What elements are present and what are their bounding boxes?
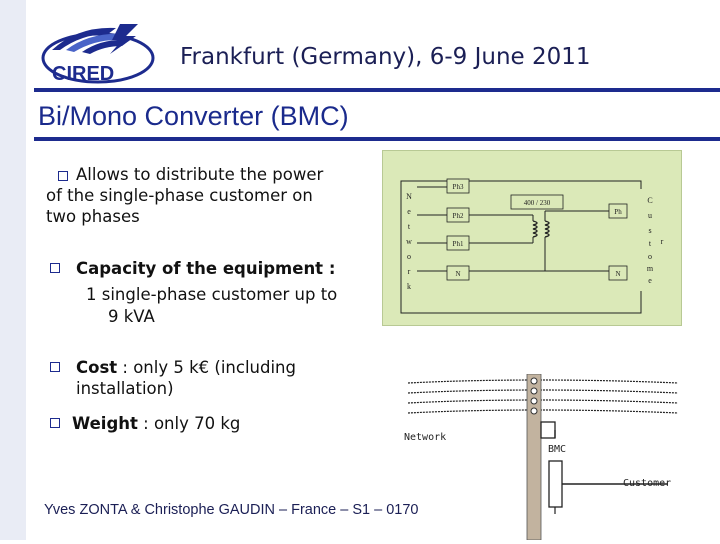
network-illustration: Network BMC Customer	[398, 373, 688, 541]
slide-title: Bi/Mono Converter (BMC)	[38, 101, 349, 131]
cired-logo: CIRED	[38, 20, 163, 86]
bullet-4-label: Weight	[72, 414, 138, 433]
bullet-3-label: Cost	[76, 358, 118, 377]
customer-label: Customer	[623, 478, 671, 489]
cust-letter: t	[649, 239, 652, 248]
bullet-3-line2: installation)	[76, 379, 174, 398]
bullet-1-line2: of the single-phase customer on	[46, 186, 313, 205]
footer: Yves ZONTA & Christophe GAUDIN – France …	[44, 502, 419, 518]
bullet-1-line1: Allows to distribute the power	[76, 165, 324, 184]
cust-letter: m	[647, 264, 654, 273]
header-rule	[34, 88, 720, 92]
ratio-label: 400 / 230	[524, 199, 551, 207]
cust-letter: o	[648, 252, 652, 261]
cust-letter: u	[648, 211, 652, 220]
bullet-marker	[50, 362, 60, 372]
n-right-label: N	[615, 270, 620, 278]
net-letter: r	[408, 267, 411, 276]
ph2-label: Ph2	[453, 212, 464, 220]
bmc-label: BMC	[548, 444, 566, 455]
network-label: Network	[404, 432, 446, 443]
ph3-label: Ph3	[453, 183, 464, 191]
cust-letter: s	[648, 226, 651, 235]
n-left-label: N	[455, 270, 460, 278]
title-rule	[34, 137, 720, 141]
net-letter: o	[407, 252, 411, 261]
bullet-2-label: Capacity of the equipment :	[76, 259, 336, 278]
bullet-1-line3: two phases	[46, 207, 140, 226]
bullet-3-rest: : only 5 k€ (including	[117, 358, 296, 377]
bullet-3-text: Cost : only 5 k€ (including	[76, 357, 296, 378]
bullet-2-line3: 9 kVA	[108, 307, 155, 326]
cust-letter: C	[647, 196, 652, 205]
net-letter: w	[406, 237, 412, 246]
ph-out-label: Ph	[614, 208, 622, 216]
bullet-2-line2: 1 single-phase customer up to	[86, 285, 338, 304]
bullet-4-rest: : only 70 kg	[137, 414, 241, 433]
bullet-4-text: Weight : only 70 kg	[72, 413, 240, 434]
bullet-marker	[58, 171, 68, 181]
cust-letter: e	[648, 276, 652, 285]
logo-text: CIRED	[52, 63, 114, 85]
converter-schematic: N e t w o r k Ph3 Ph2 Ph1 N	[382, 150, 682, 326]
left-band	[0, 0, 26, 540]
net-letter: N	[406, 192, 412, 201]
net-letter: k	[407, 282, 411, 291]
stray-letter: r	[661, 237, 664, 246]
conference-title: Frankfurt (Germany), 6-9 June 2011	[180, 44, 591, 70]
ph1-label: Ph1	[453, 240, 464, 248]
net-letter: e	[407, 207, 411, 216]
bullet-marker	[50, 418, 60, 428]
bullet-marker	[50, 263, 60, 273]
net-letter: t	[408, 222, 411, 231]
